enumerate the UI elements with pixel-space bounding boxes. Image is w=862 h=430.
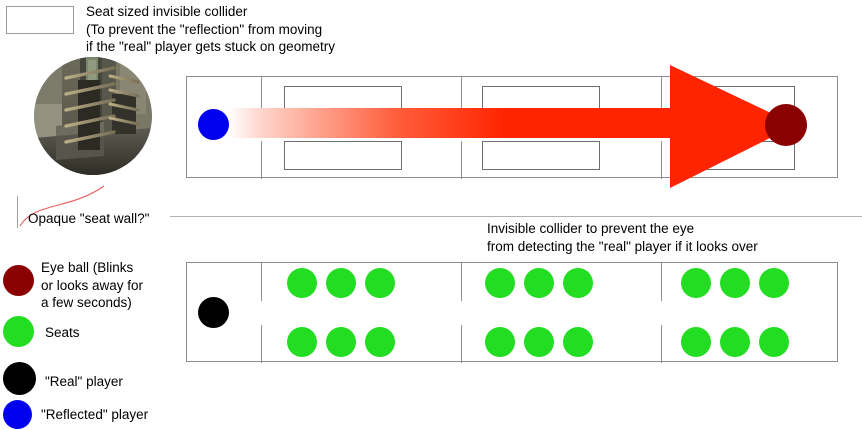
divider-b-bottom-3	[661, 325, 662, 363]
photo-pointer-line	[19, 185, 105, 227]
seat-collider-bottom-1	[284, 141, 402, 170]
legend-eyeball-label: Eye ball (Blinks or looks away for a few…	[41, 260, 144, 310]
train-car-interior-photo	[34, 56, 152, 176]
seat	[563, 268, 593, 298]
bottom-train-car	[186, 262, 838, 363]
divider-bottom-2	[461, 141, 462, 179]
seat	[326, 268, 356, 298]
seat	[759, 327, 789, 357]
legend-seat-dot	[3, 316, 34, 347]
seat	[365, 268, 395, 298]
seat	[287, 327, 317, 357]
seat	[720, 268, 750, 298]
eyeball-dot	[765, 104, 807, 146]
legend-real-player-dot	[3, 362, 36, 395]
seat	[563, 327, 593, 357]
seat	[287, 268, 317, 298]
divider-bottom-1	[261, 141, 262, 179]
photo-graphic	[34, 57, 152, 175]
seat	[720, 327, 750, 357]
divider-top-3	[661, 77, 662, 115]
legend-real-player-label: "Real" player	[45, 374, 123, 389]
seat	[485, 327, 515, 357]
divider-top-1	[261, 77, 262, 115]
top-train-car	[186, 76, 838, 179]
divider-b-top-3	[661, 263, 662, 301]
seat	[365, 327, 395, 357]
legend-eyeball-dot	[3, 265, 34, 296]
seat	[681, 327, 711, 357]
opaque-seat-wall-caption: Opaque "seat wall?"	[28, 211, 150, 226]
seat	[759, 268, 789, 298]
seat-wall-rule	[170, 216, 862, 217]
seat	[485, 268, 515, 298]
seat-collider-top-1	[284, 86, 402, 115]
collider-caption: Seat sized invisible collider (To preven…	[86, 4, 335, 54]
seat	[524, 327, 554, 357]
legend-reflected-player-label: "Reflected" player	[41, 407, 149, 422]
real-player-dot-bottom-car	[198, 297, 229, 328]
invisible-collider-caption: Invisible collider to prevent the eye fr…	[487, 221, 758, 254]
divider-b-bottom-1	[261, 325, 262, 363]
divider-top-2	[461, 77, 462, 115]
divider-b-bottom-2	[461, 325, 462, 363]
seat-sized-invisible-collider-swatch	[6, 6, 74, 34]
divider-b-top-1	[261, 263, 262, 301]
seat-collider-bottom-3	[677, 141, 795, 170]
legend-seat-label: Seats	[45, 325, 80, 340]
seat-wall-tick	[17, 196, 18, 228]
divider-bottom-3	[661, 141, 662, 179]
seat	[681, 268, 711, 298]
legend-reflected-player-dot	[3, 400, 32, 429]
seat	[326, 327, 356, 357]
seat	[524, 268, 554, 298]
reflected-player-dot-top-car	[198, 109, 229, 140]
seat-collider-top-2	[482, 86, 600, 115]
divider-b-top-2	[461, 263, 462, 301]
seat-collider-bottom-2	[482, 141, 600, 170]
